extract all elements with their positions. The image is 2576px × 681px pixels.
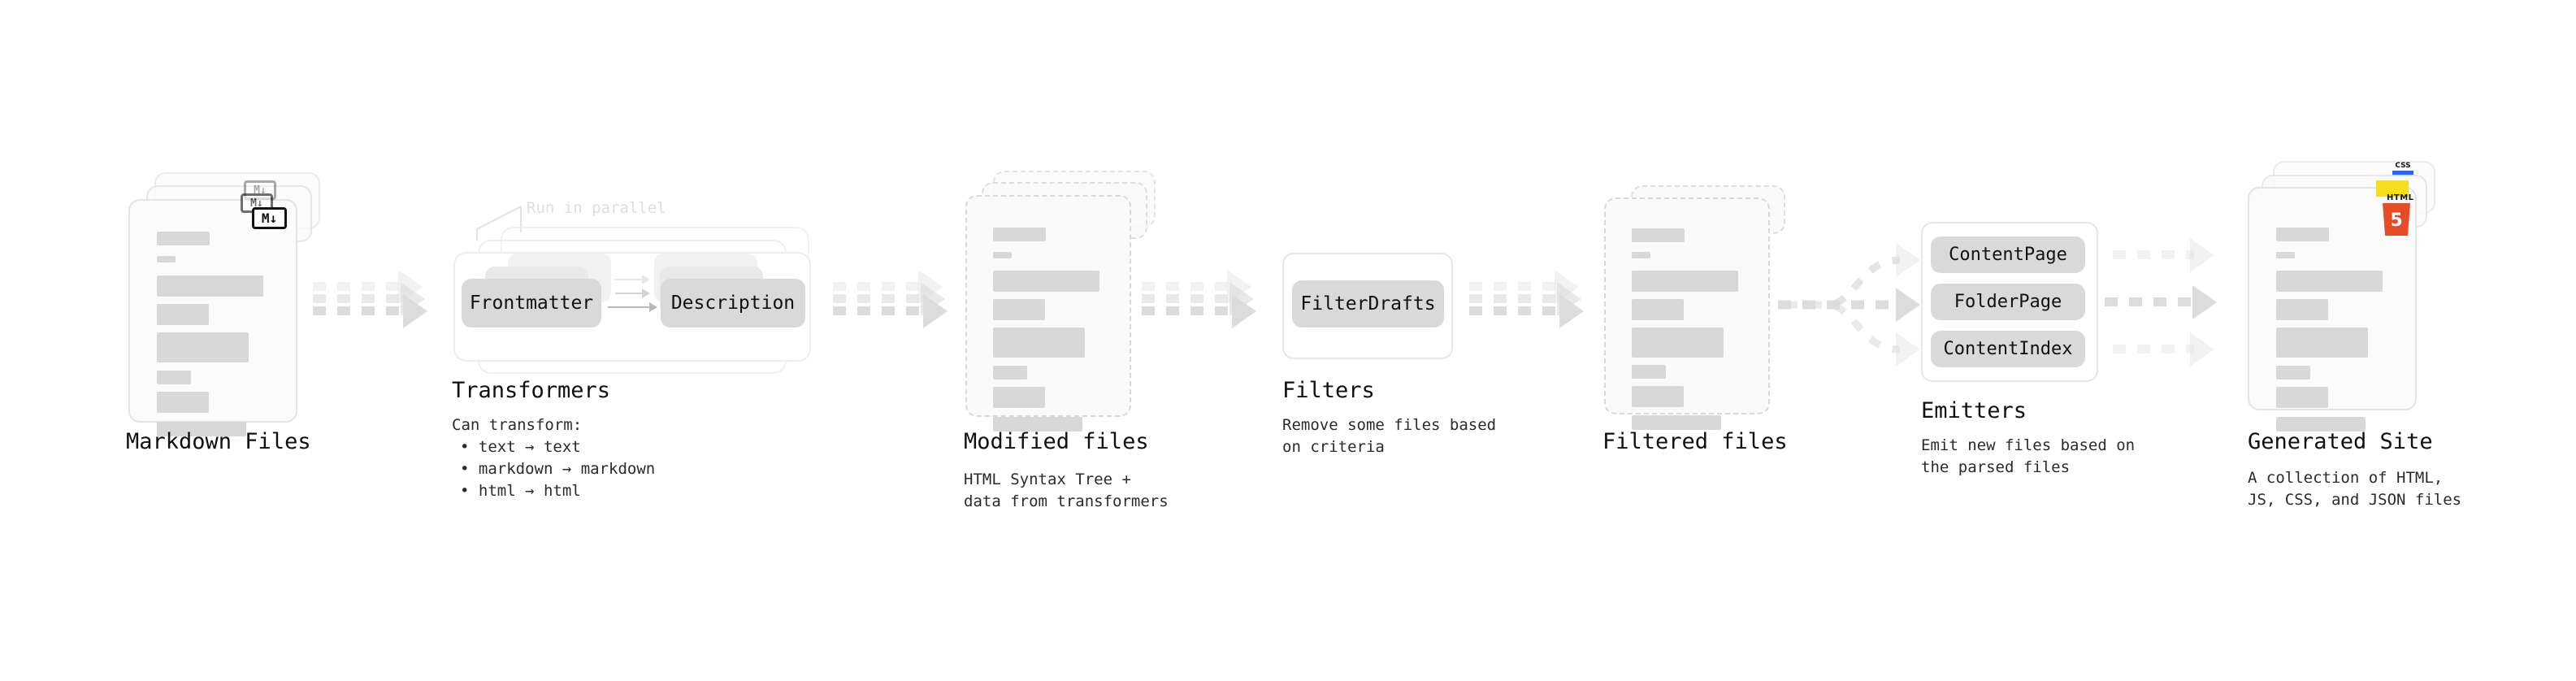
connector-modified-to-filters: [1142, 270, 1280, 345]
emitters-caption: Emit new files based on the parsed files: [1921, 436, 2136, 476]
filtered-card-front: [1604, 197, 1770, 430]
transformer-chip-description[interactable]: Description: [661, 279, 805, 327]
filtered-files-label: Filtered files: [1602, 429, 1788, 454]
transformer-chip-frontmatter[interactable]: Frontmatter: [462, 279, 601, 327]
connector-filtered-to-emitters: [1778, 228, 1932, 382]
js-icon: [2376, 180, 2409, 197]
filter-chip-filterdrafts[interactable]: FilterDrafts: [1292, 280, 1444, 327]
transformers-caption-intro: Can transform:: [452, 416, 583, 434]
transformers-bullet-2: • markdown → markdown: [460, 460, 656, 478]
css3-icon: CSS: [2392, 162, 2413, 175]
modified-card-front: [965, 195, 1131, 432]
html5-wordmark: HTML: [2387, 193, 2414, 202]
modified-files-label: Modified files: [964, 429, 1149, 454]
markdown-icon: M↓: [252, 207, 287, 229]
markdown-card-front: [128, 199, 297, 436]
run-in-parallel-annotation: Run in parallel: [527, 199, 666, 217]
connector-emitters-to-site: [2105, 236, 2251, 382]
emitter-chip-contentpage[interactable]: ContentPage: [1931, 236, 2085, 273]
filters-caption: Remove some files based on criteria: [1282, 416, 1497, 456]
transformers-bullet-3: • html → html: [460, 482, 581, 500]
connector-filters-to-filtered: [1469, 270, 1607, 345]
emitter-chip-contentindex[interactable]: ContentIndex: [1931, 331, 2085, 367]
connector-transformers-to-modified: [833, 270, 971, 345]
html5-icon: 5: [2383, 203, 2410, 236]
generated-site-label: Generated Site: [2248, 429, 2433, 454]
generated-site-caption: A collection of HTML, JS, CSS, and JSON …: [2248, 469, 2462, 509]
emitters-label: Emitters: [1921, 398, 2027, 423]
emitter-chip-folderpage[interactable]: FolderPage: [1931, 284, 2085, 320]
modified-files-caption: HTML Syntax Tree + data from transformer…: [964, 471, 1169, 510]
filters-label: Filters: [1282, 378, 1375, 403]
connector-markdown-to-transformers: [313, 270, 451, 345]
transformers-label: Transformers: [452, 378, 611, 403]
transformers-bullet-1: • text → text: [460, 438, 581, 456]
markdown-files-label: Markdown Files: [126, 429, 311, 454]
parallel-leader-line: [476, 205, 522, 241]
